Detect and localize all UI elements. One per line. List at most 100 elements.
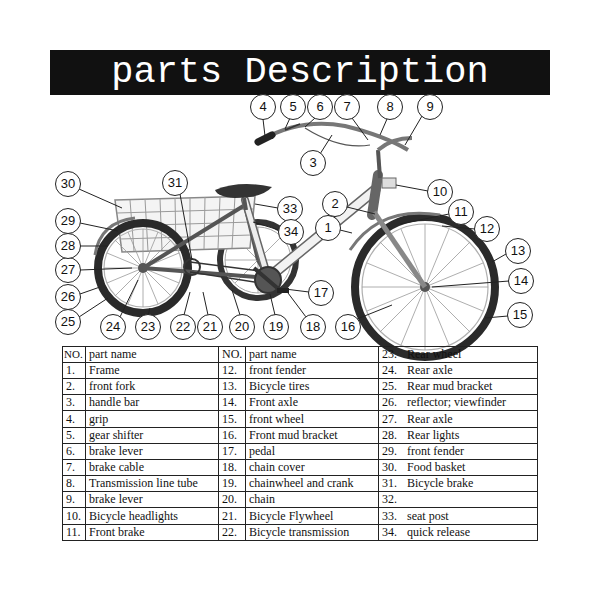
callout-number: 27	[56, 258, 80, 282]
callout-number: 13	[506, 239, 530, 263]
part-number: NO.	[219, 347, 242, 362]
part-name: front fender	[404, 444, 464, 459]
callout-number: 19	[264, 315, 288, 339]
part-number: 33.	[379, 508, 397, 524]
part-name: Rear mud bracket	[404, 379, 492, 394]
callout-circle: 21	[197, 314, 223, 340]
callout-number: 23	[136, 315, 160, 339]
part-name: brake lever	[86, 492, 143, 507]
part-number: 23.	[379, 347, 397, 362]
callout-number: 34	[279, 220, 303, 244]
part-number: 11.	[63, 525, 81, 540]
callout-number: 25	[56, 310, 80, 334]
part-name: Bicycle Flywheel	[246, 508, 333, 524]
callout-circle: 2	[322, 191, 348, 217]
part-number: 24.	[379, 363, 397, 378]
part-number: 28.	[379, 428, 397, 443]
callout-circle: 12	[474, 216, 500, 242]
part-number: 19.	[219, 476, 237, 491]
callout-circle: 28	[55, 233, 81, 259]
leader-lines	[79, 116, 509, 319]
callout-number: 33	[278, 197, 302, 221]
callout-number: 18	[301, 315, 325, 339]
part-number: 31.	[379, 476, 397, 491]
part-number: 12.	[219, 363, 237, 378]
rear-wheel	[95, 218, 188, 313]
callout-circle: 14	[508, 268, 534, 294]
callout-number: 9	[418, 95, 442, 119]
callout-circle: 10	[427, 179, 453, 205]
part-number: 6.	[63, 444, 75, 459]
part-number: 7.	[63, 460, 75, 475]
callout-circle: 11	[448, 199, 474, 225]
part-name: Front mud bracket	[246, 428, 338, 443]
part-name: Bicycle brake	[404, 476, 473, 491]
part-name: part name	[246, 347, 297, 362]
part-number: 4.	[63, 411, 75, 427]
callout-circle: 26	[55, 284, 81, 310]
part-name: Bicycle headlights	[86, 508, 178, 524]
callout-number: 7	[335, 95, 359, 119]
callout-number: 26	[56, 285, 80, 309]
callout-number: 12	[475, 217, 499, 241]
parts-table-grid	[62, 346, 538, 541]
callout-circle: 13	[505, 238, 531, 264]
part-name: Rear axle	[404, 411, 453, 427]
callout-number: 2	[323, 192, 347, 216]
part-name: Front axle	[246, 395, 298, 410]
callout-circle: 5	[280, 94, 306, 120]
part-name: reflector; viewfinder	[404, 395, 506, 410]
part-name: chain cover	[246, 460, 305, 475]
callout-number: 1	[316, 216, 340, 240]
callout-circle: 4	[250, 94, 276, 120]
part-number: 8.	[63, 476, 75, 491]
callout-circle: 27	[55, 257, 81, 283]
callout-number: 21	[198, 315, 222, 339]
part-name: quick release	[404, 525, 470, 540]
callout-number: 17	[309, 281, 333, 305]
part-number: 27.	[379, 411, 397, 427]
callout-number: 5	[281, 95, 305, 119]
part-name: chainwheel and crank	[246, 476, 354, 491]
callout-number: 22	[171, 315, 195, 339]
part-name: Rear wheel	[404, 347, 461, 362]
title-banner: parts Description	[50, 50, 550, 95]
callout-circle: 19	[263, 314, 289, 340]
part-number: 20.	[219, 492, 237, 507]
part-number: 14.	[219, 395, 237, 410]
callout-circle: 7	[334, 94, 360, 120]
callout-circle: 9	[417, 94, 443, 120]
main-frame	[245, 150, 425, 287]
callout-number: 3	[301, 151, 325, 175]
part-number: 32.	[379, 492, 397, 507]
callout-circle: 34	[278, 219, 304, 245]
part-name: Rear axle	[404, 363, 453, 378]
part-number: 25.	[379, 379, 397, 394]
part-name: Transmission line tube	[86, 476, 198, 491]
callout-number: 15	[508, 303, 532, 327]
part-name: front wheel	[246, 411, 304, 427]
callout-number: 28	[56, 234, 80, 258]
part-name: Frame	[86, 363, 120, 378]
callout-number: 24	[101, 315, 125, 339]
callout-circle: 3	[300, 150, 326, 176]
part-number: 9.	[63, 492, 75, 507]
part-name: Bicycle tires	[246, 379, 309, 394]
callout-circle: 18	[300, 314, 326, 340]
part-number: 29.	[379, 444, 397, 459]
part-name: handle bar	[86, 395, 139, 410]
callout-circle: 31	[162, 170, 188, 196]
callout-number: 16	[336, 315, 360, 339]
callout-circle: 24	[100, 314, 126, 340]
part-number: 34.	[379, 525, 397, 540]
callout-circle: 29	[55, 208, 81, 234]
part-name: brake cable	[86, 460, 144, 475]
callout-circle: 30	[55, 171, 81, 197]
callout-circle: 23	[135, 314, 161, 340]
part-number: 13.	[219, 379, 237, 394]
part-name: front fork	[86, 379, 135, 394]
callout-circle: 20	[229, 314, 255, 340]
part-number: NO.	[63, 347, 83, 362]
callout-number: 4	[251, 95, 275, 119]
part-name: part name	[86, 347, 137, 362]
